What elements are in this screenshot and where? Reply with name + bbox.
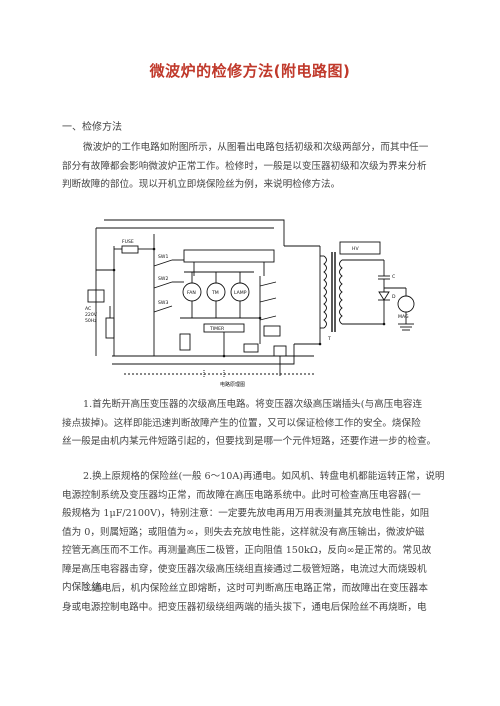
label-timer: TIMER — [209, 326, 225, 332]
label-sw3: SW3 — [158, 300, 168, 306]
label-magnetron: MAG — [398, 314, 409, 320]
text-line: 丝一般是由机内某元件短路引起的，但要找到是哪一个元件短路，还要作进一步的检查。 — [62, 436, 437, 447]
label-fan: FAN — [187, 290, 196, 296]
text-line: 接点拔掉)。这样即能迅速判断故障产生的位置，又可以保证检修工作的安全。烧保险 — [62, 417, 421, 429]
paragraph-step-3: 3.通电后，机内保险丝立即熔断，这时可判断高压电路正常，而故障出在变压器本 身或… — [62, 580, 454, 617]
label-capacitor: C — [392, 274, 395, 280]
diagram-caption: 电路原理图 — [220, 381, 245, 388]
paragraph-intro: 微波炉的工作电路如附图所示，从图看出电路包括初级和次级两部分，而其中任一 部分有… — [62, 139, 454, 195]
label-transformer: T — [327, 336, 331, 342]
label-fuse: FUSE — [122, 239, 134, 245]
label-ac: AC — [85, 306, 91, 312]
document-title: 微波炉的检修方法(附电路图) — [149, 62, 351, 80]
text-line: 1.首先断开高压变压器的次级高压电路。将变压器次级高压端插头(与高压电容连 — [83, 399, 423, 410]
text-line: 3.通电后，机内保险丝立即熔断，这时可判断高压电路正常，而故障出在变压器本 — [83, 583, 428, 594]
text-line: 控管无高压而不工作。再测量高压二极管，正向阻值 150kΩ，反向∞是正常的。常见… — [62, 545, 432, 556]
section-heading: 一、检修方法 — [62, 122, 122, 133]
text-line: 微波炉的工作电路如附图所示，从图看出电路包括初级和次级两部分，而其中任一 — [83, 142, 429, 153]
label-frequency: 50Hz — [85, 318, 97, 324]
text-line: 内保险丝。 — [62, 582, 110, 593]
text-line: 部分有故障都会影响微波炉正常工作。检修时，一般是以变压器初级和次级为界来分析 — [62, 160, 427, 172]
text-line: 值为 0，则属短路；或阻值为∞，则失去充放电性能，这样就没有高压输出，微波炉磁 — [62, 526, 425, 538]
text-line: 般规格为 1μF/2100V)，特别注意：一定要先放电再用万用表测量其充放电性能… — [62, 508, 430, 519]
label-hv: HV — [352, 246, 359, 252]
text-line: 电源控制系统及变压器均正常，而故障在高压电路系统中。此时可检查高压电容器(一 — [62, 489, 421, 501]
paragraph-step-1: 1.首先断开高压变压器的次级高压电路。将变压器次级高压端插头(与高压电容连 接点… — [62, 396, 454, 452]
paragraph-step-2: 2.换上原规格的保险丝(一般 6～10A)再通电。如风机、转盘电机都能运转正常，… — [62, 468, 454, 598]
circuit-diagram: AC 220V 50Hz FUSE SW1 SW2 SW3 FAN TM LAM… — [85, 219, 415, 388]
text-line: 判断故障的部位。现以开机立即烧保险丝为例，来说明检修方法。 — [62, 179, 341, 190]
text-line: 2.换上原规格的保险丝(一般 6～10A)再通电。如风机、转盘电机都能运转正常，… — [83, 471, 445, 482]
text-line: 身或电源控制电路中。把变压器初级绕组两端的插头拔下，通电后保险丝不再烧断，电 — [62, 601, 427, 613]
label-diode: D — [392, 294, 396, 300]
text-line: 障是高压电容器击穿，使变压器次级高压绕组直接通过二极管短路，电流过大而烧毁机 — [62, 563, 427, 575]
label-tm: TM — [211, 290, 219, 296]
label-lamp: LAMP — [234, 290, 247, 296]
label-voltage: 220V — [85, 312, 98, 318]
label-sw1: SW1 — [158, 254, 168, 260]
label-sw2: SW2 — [158, 276, 168, 282]
